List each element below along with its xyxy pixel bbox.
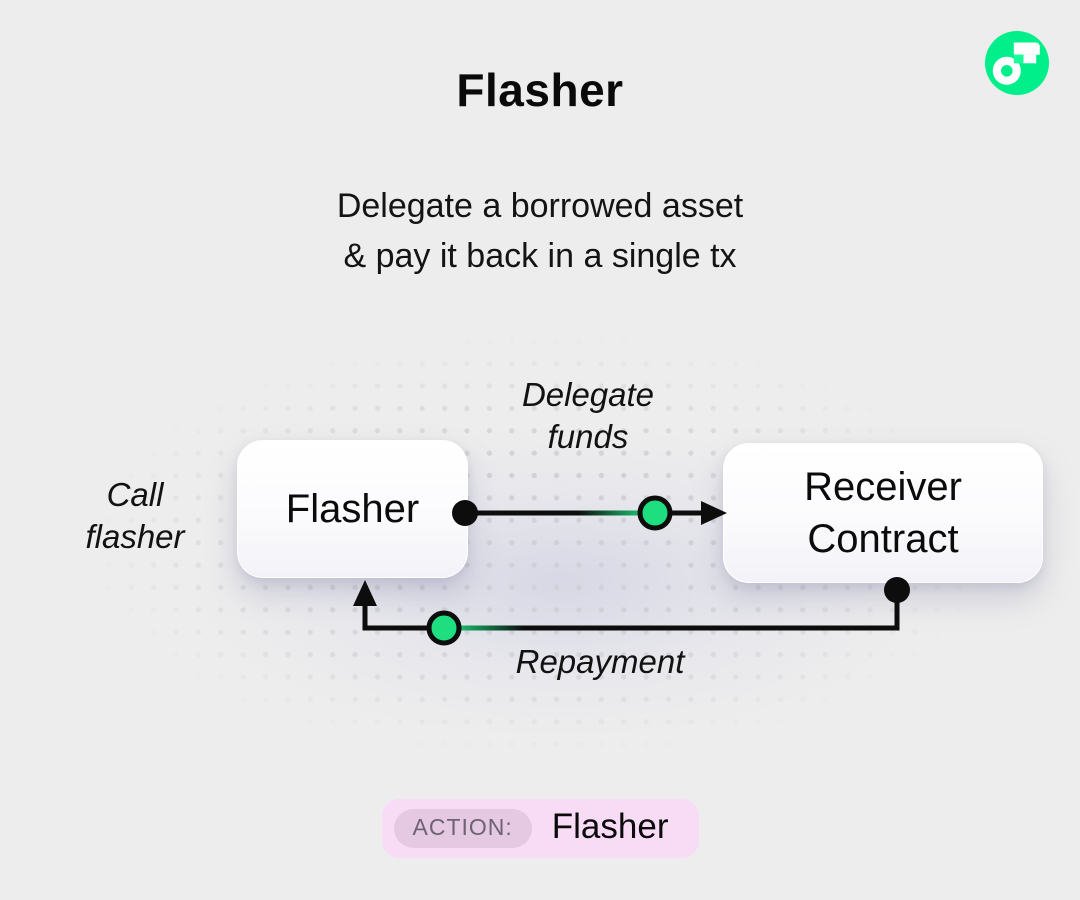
node-flasher-label: Flasher: [285, 487, 420, 531]
delegate-funds-label: Delegate funds: [521, 376, 655, 455]
action-badge-value: Flasher: [551, 806, 669, 846]
delegate-token-dot: [637, 495, 673, 531]
node-flasher: Flasher: [237, 440, 468, 578]
call-flasher-label: Call flasher: [85, 476, 185, 555]
repayment-arrow: [353, 577, 910, 646]
page-subtitle: Delegate a borrowed asset & pay it back …: [336, 187, 744, 275]
action-badge: ACTION: Flasher: [381, 799, 699, 858]
flow-logo: [985, 31, 1049, 95]
repayment-label: Repayment: [515, 643, 685, 680]
node-receiver: Receiver Contract: [723, 443, 1043, 583]
flow-logo-icon: [985, 31, 1049, 95]
action-badge-tag: ACTION:: [393, 809, 532, 848]
delegate-arrow: [452, 495, 727, 531]
repayment-token-dot: [426, 610, 462, 646]
node-receiver-label: Receiver Contract: [804, 465, 962, 561]
action-badge-row: ACTION: Flasher: [0, 799, 1080, 858]
page-title: Flasher: [456, 64, 624, 116]
